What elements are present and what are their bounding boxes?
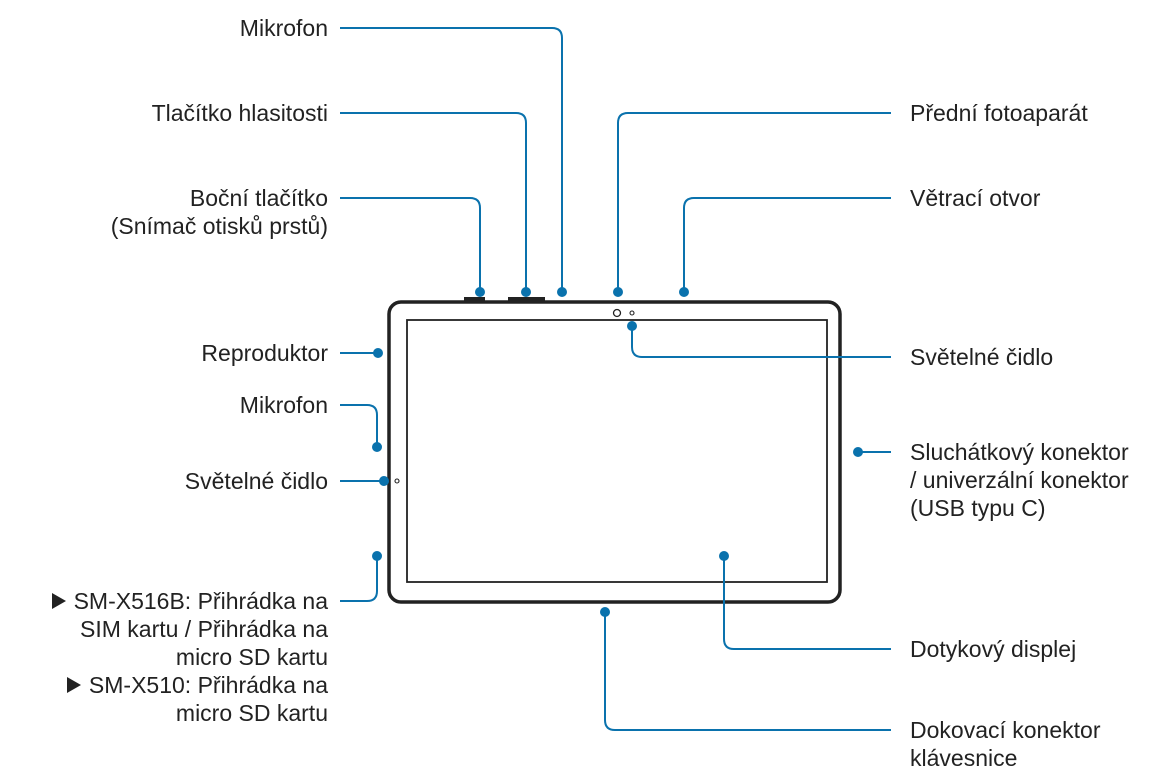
label-light-left: Světelné čidlo: [185, 467, 328, 495]
label-tray: SM-X516B: Přihrádka na SIM kartu / Přihr…: [51, 587, 328, 727]
label-vent-text: Větrací otvor: [910, 185, 1041, 211]
label-audio-line1: Sluchátkový konektor: [910, 439, 1129, 465]
top-light-sensor: [629, 310, 635, 316]
tray-line4-text: SM-X510: Přihrádka na: [88, 672, 328, 698]
leader-dock: [604, 612, 891, 731]
tray-line3: micro SD kartu: [175, 644, 328, 670]
label-light-top: Světelné čidlo: [910, 343, 1053, 371]
tray-line5: micro SD kartu: [175, 700, 328, 726]
dot-side-key: [475, 287, 485, 297]
triangle-right-icon: [51, 593, 66, 609]
label-front-camera: Přední fotoaparát: [910, 99, 1088, 127]
label-vent: Větrací otvor: [910, 184, 1040, 212]
tray-line2: SIM kartu / Přihrádka na: [80, 616, 328, 642]
leader-volume: [340, 112, 527, 292]
tray-line4: SM-X510: Přihrádka na: [52, 671, 328, 699]
label-light-top-text: Světelné čidlo: [910, 344, 1054, 370]
leader-side-key: [340, 197, 481, 292]
label-touchscreen-text: Dotykový displej: [910, 636, 1077, 662]
dot-volume: [521, 287, 531, 297]
dot-dock: [600, 607, 610, 617]
label-speaker: Reproduktor: [201, 339, 328, 367]
left-light-sensor: [394, 478, 400, 484]
label-front-camera-text: Přední fotoaparát: [910, 100, 1088, 126]
leader-front-camera: [617, 112, 891, 292]
label-side-key-line1: Boční tlačítko: [189, 185, 328, 211]
dot-speaker: [373, 348, 383, 358]
label-dock-line2: klávesnice: [910, 745, 1018, 771]
tray-line1: SM-X516B: Přihrádka na: [51, 587, 328, 615]
front-camera-lens: [612, 308, 622, 318]
label-audio-line2: / univerzální konektor: [910, 467, 1129, 493]
label-speaker-text: Reproduktor: [201, 340, 328, 366]
label-volume: Tlačítko hlasitosti: [152, 99, 328, 127]
dot-front-camera: [613, 287, 623, 297]
leader-light-top: [631, 326, 891, 358]
leader-mic-top: [340, 27, 563, 292]
dot-tray: [372, 551, 382, 561]
leader-touchscreen: [723, 556, 891, 650]
dot-audio: [853, 447, 863, 457]
leader-vent: [683, 197, 891, 292]
label-mic-top-text: Mikrofon: [239, 15, 328, 41]
leader-tray: [340, 556, 378, 602]
label-side-key: Boční tlačítko (Snímač otisků prstů): [111, 184, 328, 240]
label-mic-left: Mikrofon: [240, 391, 328, 419]
dot-mic-left: [372, 442, 382, 452]
dot-vent: [679, 287, 689, 297]
triangle-right-icon: [66, 677, 81, 693]
label-volume-text: Tlačítko hlasitosti: [151, 100, 328, 126]
volume-key-hardware: [508, 297, 545, 303]
tablet-screen: [406, 319, 828, 583]
label-side-key-line2: (Snímač otisků prstů): [110, 213, 328, 239]
dot-mic-top: [557, 287, 567, 297]
leader-mic-left: [340, 404, 378, 447]
dot-light-left: [379, 476, 389, 486]
label-dock-line1: Dokovací konektor: [910, 717, 1101, 743]
dot-light-top: [627, 321, 637, 331]
tray-line1-text: SM-X516B: Přihrádka na: [73, 588, 328, 614]
label-audio: Sluchátkový konektor / univerzální konek…: [910, 438, 1129, 522]
label-dock: Dokovací konektor klávesnice: [910, 716, 1100, 772]
side-key-hardware: [464, 297, 485, 303]
dot-touchscreen: [719, 551, 729, 561]
label-audio-line3: (USB typu C): [910, 495, 1046, 521]
label-mic-top: Mikrofon: [240, 14, 328, 42]
label-mic-left-text: Mikrofon: [239, 392, 328, 418]
label-light-left-text: Světelné čidlo: [184, 468, 328, 494]
label-touchscreen: Dotykový displej: [910, 635, 1076, 663]
